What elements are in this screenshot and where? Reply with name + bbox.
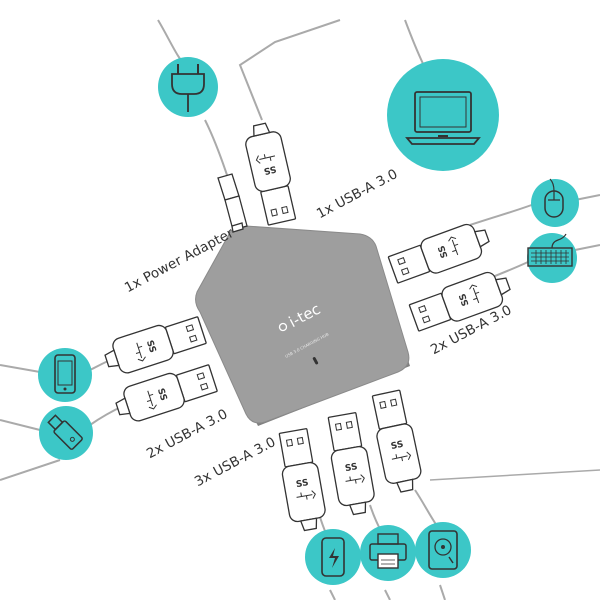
brand-logo-icon [278,322,288,332]
mouse-icon [531,178,579,227]
usb-plug-bottom-2 [323,411,378,518]
usb-plug-bottom-1 [274,427,329,534]
power-plug-icon [158,57,218,117]
laptop-icon [387,59,499,171]
smartphone-icon [38,348,92,402]
hub-device: i-tec USB 3.0 CHARGING HUB [195,225,410,426]
usb-plug-top [241,119,301,227]
usb-plugs [100,119,515,534]
power-adapter-cable [204,119,229,179]
hub-led [312,357,319,365]
printer-icon [360,525,416,581]
usb-plug-left-1 [100,312,209,379]
hard-drive-icon [415,522,471,578]
keyboard-cable [489,261,529,279]
usb-plug-bottom-3 [367,388,426,496]
usb-top-cable [238,19,341,121]
keyboard-icon [527,233,577,283]
usb-stick-icon [39,406,93,460]
dc-plug [217,173,248,233]
power-bank-icon [305,529,361,585]
